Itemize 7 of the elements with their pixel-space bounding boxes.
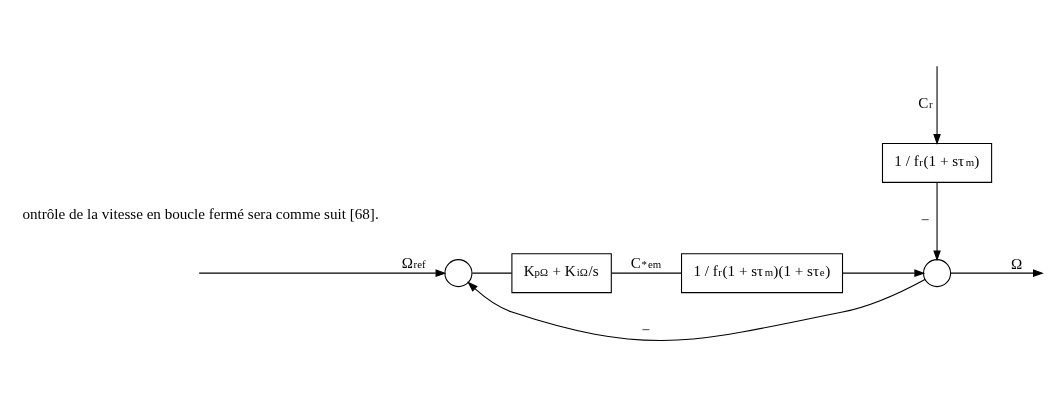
edge-label: Ωref: [401, 254, 426, 271]
edge-label: Cr: [918, 94, 933, 111]
edge-label: Ω: [1011, 255, 1023, 272]
edge-label: −: [920, 211, 930, 228]
edge-label: C*em: [630, 254, 662, 271]
edge-label: −: [641, 321, 651, 338]
label: ontrôle de la vitesse en boucle fermé sera comme suit [68].: [22, 205, 379, 222]
